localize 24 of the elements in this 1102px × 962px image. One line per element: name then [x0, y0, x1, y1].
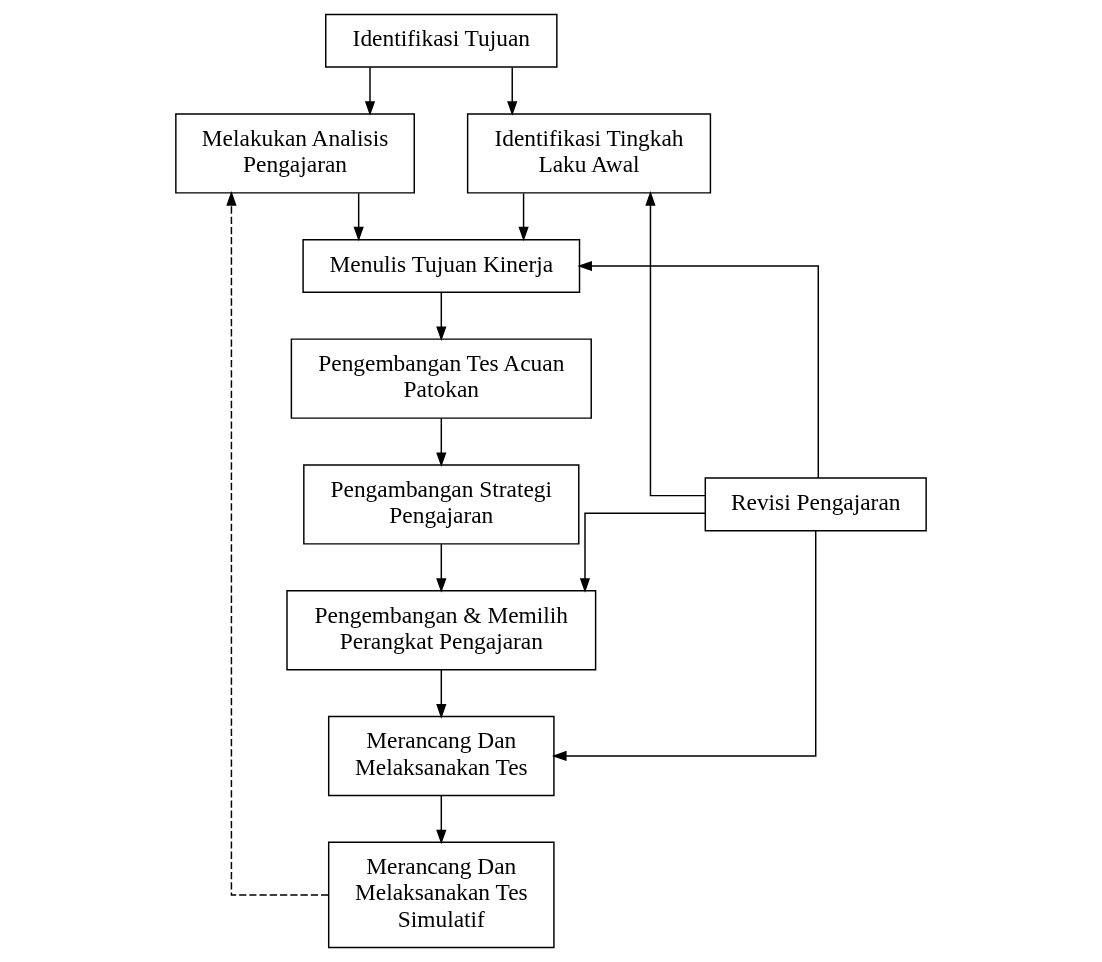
arrow — [579, 512, 706, 593]
arrow — [436, 795, 447, 845]
node-box: Melakukan Analisis Pengajaran — [175, 113, 415, 194]
node-box: Identifikasi Tujuan — [325, 13, 558, 68]
arrow — [645, 191, 706, 497]
arrow — [436, 543, 447, 593]
arrow — [507, 66, 518, 116]
node-box: Pengembangan & Memilih Perangkat Pengajaran — [286, 589, 597, 671]
arrow — [226, 191, 330, 896]
node-box: Identifikasi Tingkah Laku Awal — [466, 113, 712, 194]
arrow — [518, 192, 529, 242]
node-box: Merancang Dan Melaksanakan Tes — [327, 715, 555, 797]
arrow — [436, 417, 447, 468]
node-box: Pengambangan Strategi Pengajaran — [303, 464, 580, 545]
arrow — [353, 192, 364, 242]
arrow — [364, 66, 376, 116]
node-box: Merancang Dan Melaksanakan Tes Simulatif — [327, 841, 555, 949]
node-box: Revisi Pengajaran — [704, 477, 927, 532]
node-box: Menulis Tujuan Kinerja — [302, 238, 581, 294]
arrow — [577, 260, 819, 479]
arrow — [436, 669, 447, 719]
arrow — [551, 530, 817, 762]
arrow — [436, 291, 447, 342]
node-box: Pengembangan Tes Acuan Patokan — [290, 338, 592, 419]
